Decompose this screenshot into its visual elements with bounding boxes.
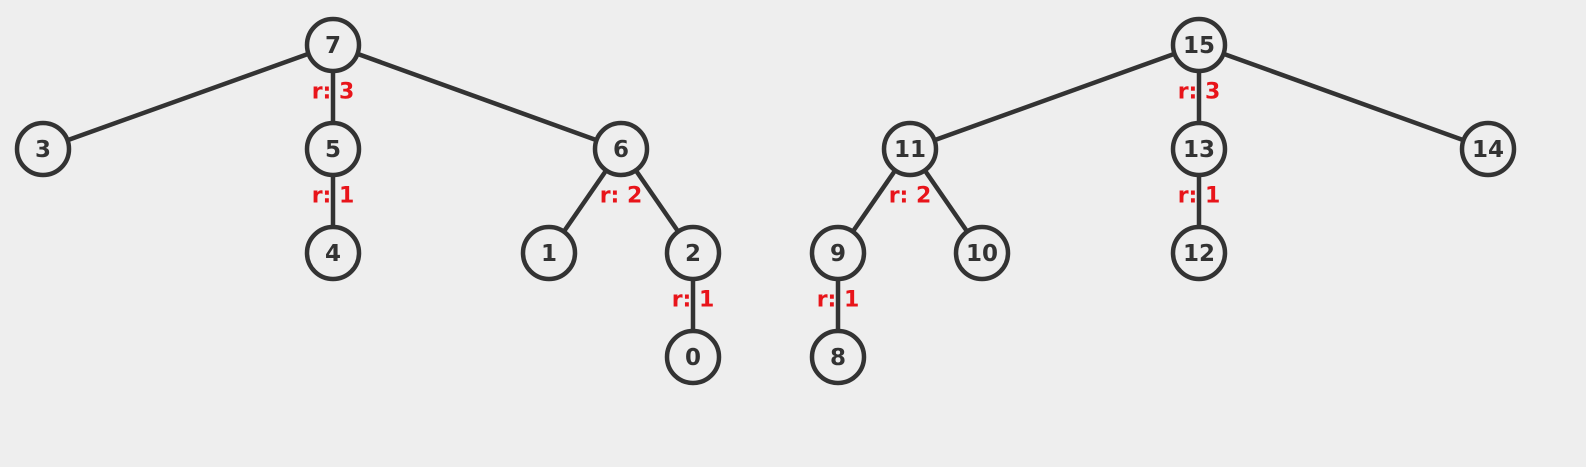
node-label: 3	[35, 137, 51, 163]
tree-node-2: 2	[664, 224, 722, 282]
tree-node-5: 5	[304, 120, 362, 178]
tree-node-8: 8	[809, 328, 867, 386]
node-circle	[809, 328, 867, 386]
node-label: 8	[830, 345, 846, 371]
rank-label-2: r: 1	[672, 288, 715, 313]
rank-label-5: r: 1	[312, 184, 355, 209]
node-circle	[664, 224, 722, 282]
tree-node-11: 11	[881, 120, 939, 178]
node-label: 7	[325, 33, 341, 59]
node-label: 14	[1472, 137, 1504, 163]
edge-15-14	[1198, 42, 1489, 152]
tree-node-15: 15	[1170, 16, 1228, 74]
node-label: 15	[1183, 33, 1215, 59]
node-label: 10	[966, 241, 998, 267]
node-label: 9	[830, 241, 846, 267]
node-circle	[809, 224, 867, 282]
tree-node-9: 9	[809, 224, 867, 282]
tree-node-7: 7	[304, 16, 362, 74]
node-circle	[304, 224, 362, 282]
rank-label-13: r: 1	[1178, 184, 1221, 209]
node-label: 13	[1183, 137, 1215, 163]
node-circle	[592, 120, 650, 178]
tree-node-10: 10	[953, 224, 1011, 282]
node-label: 12	[1183, 241, 1215, 267]
node-label: 11	[894, 137, 926, 163]
node-circle	[14, 120, 72, 178]
rank-labels-layer: r: 3 r: 1 r: 2 r: 1 r: 3 r: 2 r: 1 r: 1	[312, 80, 1221, 313]
edge-15-11	[909, 42, 1200, 152]
node-circle	[881, 120, 939, 178]
tree-node-0: 0	[664, 328, 722, 386]
edge-7-6	[332, 42, 622, 152]
node-circle	[1170, 120, 1228, 178]
node-label: 6	[613, 137, 629, 163]
node-circle	[953, 224, 1011, 282]
tree-node-6: 6	[592, 120, 650, 178]
tree-node-1: 1	[520, 224, 578, 282]
node-circle	[1459, 120, 1517, 178]
tree-node-13: 13	[1170, 120, 1228, 178]
tree-node-12: 12	[1170, 224, 1228, 282]
rank-label-6: r: 2	[600, 184, 643, 209]
tree-node-4: 4	[304, 224, 362, 282]
tree-node-14: 14	[1459, 120, 1517, 178]
node-label: 4	[325, 241, 341, 267]
rank-label-11: r: 2	[889, 184, 932, 209]
edge-7-3	[42, 42, 334, 152]
node-label: 1	[541, 241, 557, 267]
rank-label-15: r: 3	[1178, 80, 1221, 105]
node-circle	[664, 328, 722, 386]
rank-label-9: r: 1	[817, 288, 860, 313]
node-circle	[520, 224, 578, 282]
tree-node-3: 3	[14, 120, 72, 178]
node-label: 5	[325, 137, 341, 163]
node-circle	[1170, 16, 1228, 74]
node-circle	[304, 16, 362, 74]
node-label: 0	[685, 345, 701, 371]
node-circle	[304, 120, 362, 178]
edges-layer	[42, 42, 1489, 357]
node-circle	[1170, 224, 1228, 282]
rank-label-7: r: 3	[312, 80, 355, 105]
node-label: 2	[685, 241, 701, 267]
